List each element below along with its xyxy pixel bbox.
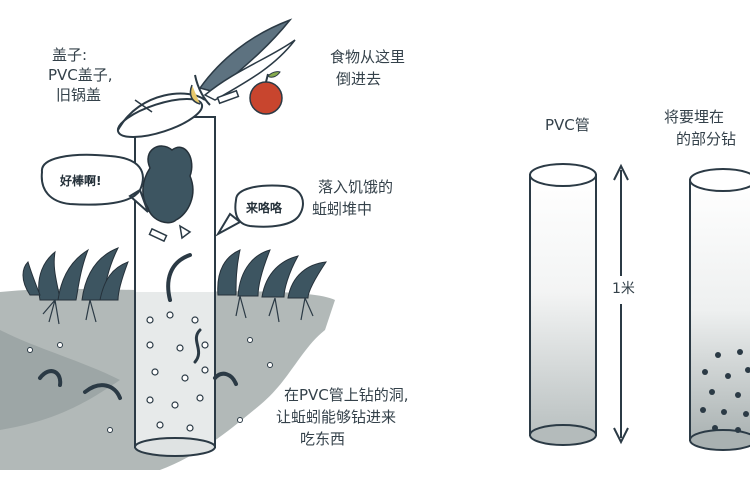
roots-right: [235, 295, 314, 323]
pipe-lid: [116, 97, 204, 139]
compost-clump: [142, 145, 194, 224]
bubble-right-text: 来咯咯: [246, 201, 283, 215]
soil-worms: [38, 369, 238, 400]
plants-right: [217, 249, 328, 299]
lid-title: 盖子:: [52, 46, 88, 64]
bubble-right-shape: [215, 184, 304, 237]
pvc-pipe-label: PVC管: [545, 116, 590, 134]
lid-line2: PVC盖子,: [48, 66, 113, 84]
food-line1: 食物从这里: [330, 48, 406, 66]
pvc-pipe-drilled: [689, 168, 750, 451]
food-line2: 倒进去: [336, 70, 382, 88]
food-scraps: [189, 18, 296, 115]
fall-line2: 蚯蚓堆中: [312, 200, 373, 218]
bubble-left-shape: [40, 153, 149, 213]
plants-left: [22, 247, 129, 301]
pvc-pipe-plain: [529, 163, 597, 446]
worm: [193, 328, 202, 364]
one-meter-label: 1米: [612, 281, 635, 297]
fall-line1: 落入饥饿的: [318, 178, 394, 196]
drill-line3: 吃东西: [300, 430, 346, 448]
roots-left: [42, 299, 97, 325]
lid-line3: 旧锅盖: [56, 86, 102, 104]
apple: [249, 81, 283, 115]
bury-line1: 将要埋在: [664, 108, 725, 126]
worm: [166, 253, 192, 302]
compost-pipe: [116, 92, 216, 457]
bubble-left-text: 好棒啊!: [60, 174, 102, 188]
bury-line2: 的部分钻: [676, 130, 737, 148]
drill-line2: 让蚯蚓能够钻进来: [276, 408, 397, 426]
drill-line1: 在PVC管上钻的洞,: [284, 386, 409, 404]
